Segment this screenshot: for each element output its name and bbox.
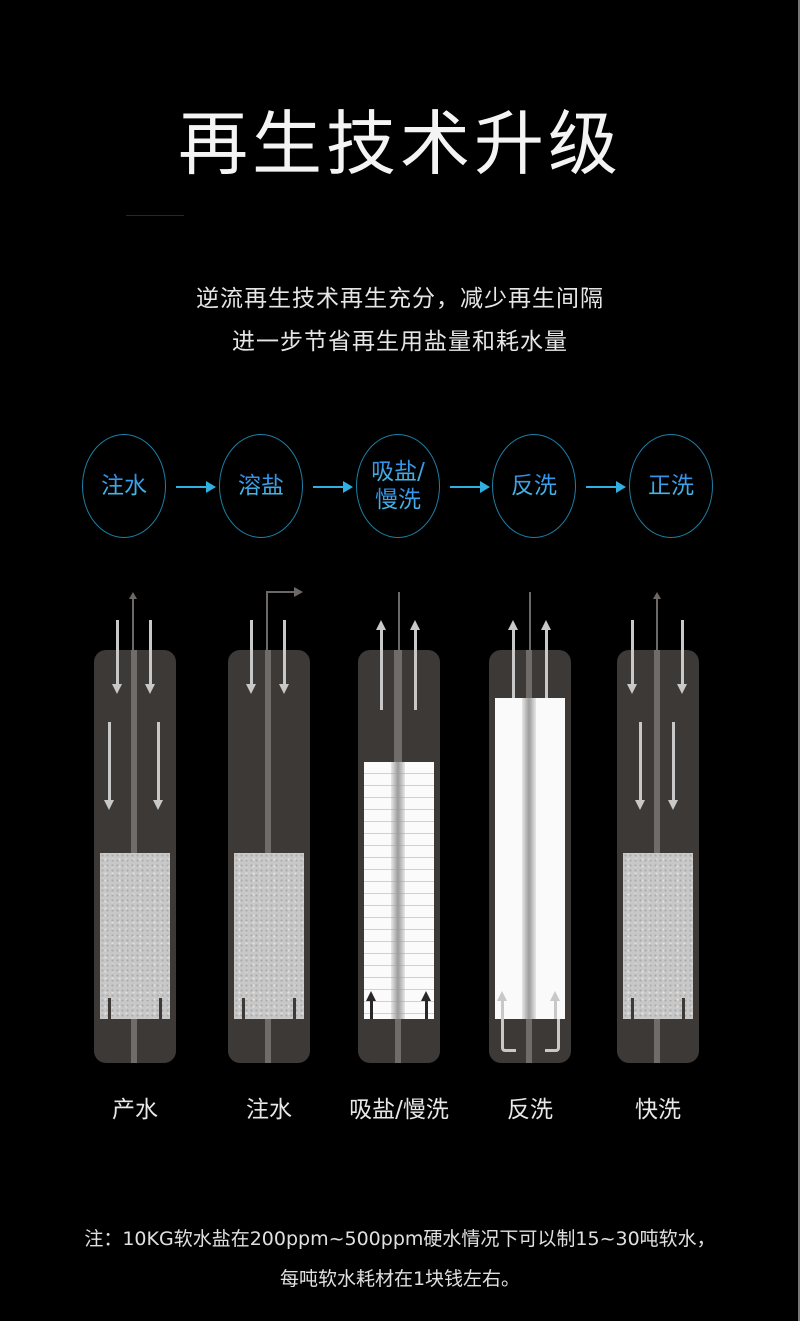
step-label: 反洗: [511, 473, 557, 499]
up-arrow-icon: [376, 620, 386, 710]
right-arrow-icon: [313, 481, 353, 493]
tank-label: 产水: [112, 1097, 158, 1123]
step-backwash: 反洗: [492, 434, 576, 538]
tank-label: 快洗: [635, 1097, 681, 1123]
resin-bed: [234, 853, 304, 1019]
tank-body: [358, 650, 440, 1063]
down-arrow-icon: [104, 722, 114, 810]
right-arrow-icon: [450, 481, 490, 493]
step-label: 注水: [101, 473, 147, 499]
resin-bed: [623, 853, 693, 1019]
decorative-line: [126, 215, 184, 216]
page-title: 再生技术升级: [178, 103, 622, 185]
down-arrow-icon: [112, 620, 122, 694]
tank-body: [94, 650, 176, 1063]
resin-bed: [100, 853, 170, 1019]
footnote-line-2: 每吨软水耗材在1块钱左右。: [279, 1268, 521, 1290]
up-arrow-icon: [497, 991, 507, 1019]
step-salt-dissolve: 溶盐: [219, 434, 303, 538]
down-arrow-icon: [668, 722, 678, 810]
down-arrow-icon: [677, 620, 687, 694]
up-arrow-icon: [366, 991, 376, 1019]
subtitle-line-2: 进一步节省再生用盐量和耗水量: [232, 329, 568, 355]
up-arrow-icon: [421, 991, 431, 1019]
tank-body: [617, 650, 699, 1063]
step-label: 正洗: [648, 473, 694, 499]
down-arrow-icon: [145, 620, 155, 694]
subtitle-line-1: 逆流再生技术再生充分，减少再生间隔: [196, 286, 604, 312]
tank-body: [228, 650, 310, 1063]
tank-label: 反洗: [507, 1097, 553, 1123]
right-arrow-icon: [294, 587, 303, 597]
right-arrow-icon: [176, 481, 216, 493]
up-arrow-icon: [508, 620, 518, 698]
down-arrow-icon: [627, 620, 637, 694]
step-label: 溶盐: [238, 473, 284, 499]
up-arrow-icon: [541, 620, 551, 698]
tank-body: [489, 650, 571, 1063]
step-label: 吸盐/: [371, 459, 425, 485]
hook-arrow-icon: [545, 1019, 560, 1052]
step-label: 慢洗: [375, 487, 421, 513]
up-arrow-icon: [550, 991, 560, 1019]
footnote-line-1: 注：10KG软水盐在200ppm~500ppm硬水情况下可以制15~30吨软水，: [84, 1228, 716, 1250]
right-arrow-icon: [586, 481, 626, 493]
step-forward-wash: 正洗: [629, 434, 713, 538]
right-edge-border: [798, 0, 800, 1321]
step-brine-slow-rinse: 吸盐/ 慢洗: [356, 434, 440, 538]
down-arrow-icon: [153, 722, 163, 810]
hook-arrow-icon: [501, 1019, 516, 1052]
tank-label: 注水: [246, 1097, 292, 1123]
down-arrow-icon: [246, 620, 256, 694]
step-water-injection: 注水: [82, 434, 166, 538]
down-arrow-icon: [635, 722, 645, 810]
down-arrow-icon: [279, 620, 289, 694]
tank-label: 吸盐/慢洗: [349, 1097, 449, 1123]
up-arrow-icon: [410, 620, 420, 710]
